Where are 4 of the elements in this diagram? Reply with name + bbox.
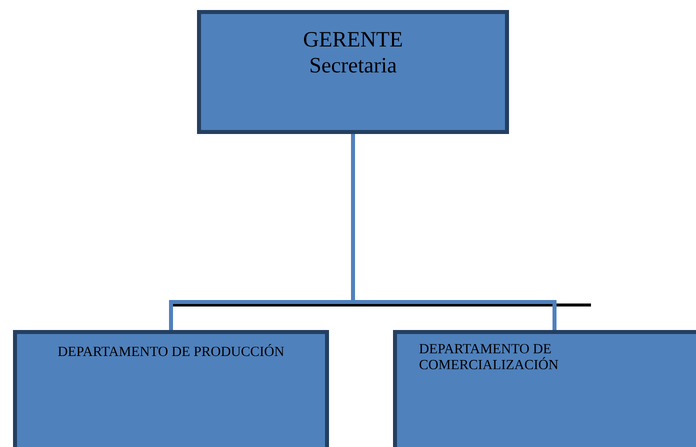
org-box: GERENTE Secretaria [197, 10, 509, 134]
org-box: DEPARTAMENTO DE PRODUCCIÓN [13, 330, 329, 447]
connector-line [351, 134, 556, 330]
org-box: DEPARTAMENTO DE COMERCIALIZACIÓN [393, 330, 696, 447]
